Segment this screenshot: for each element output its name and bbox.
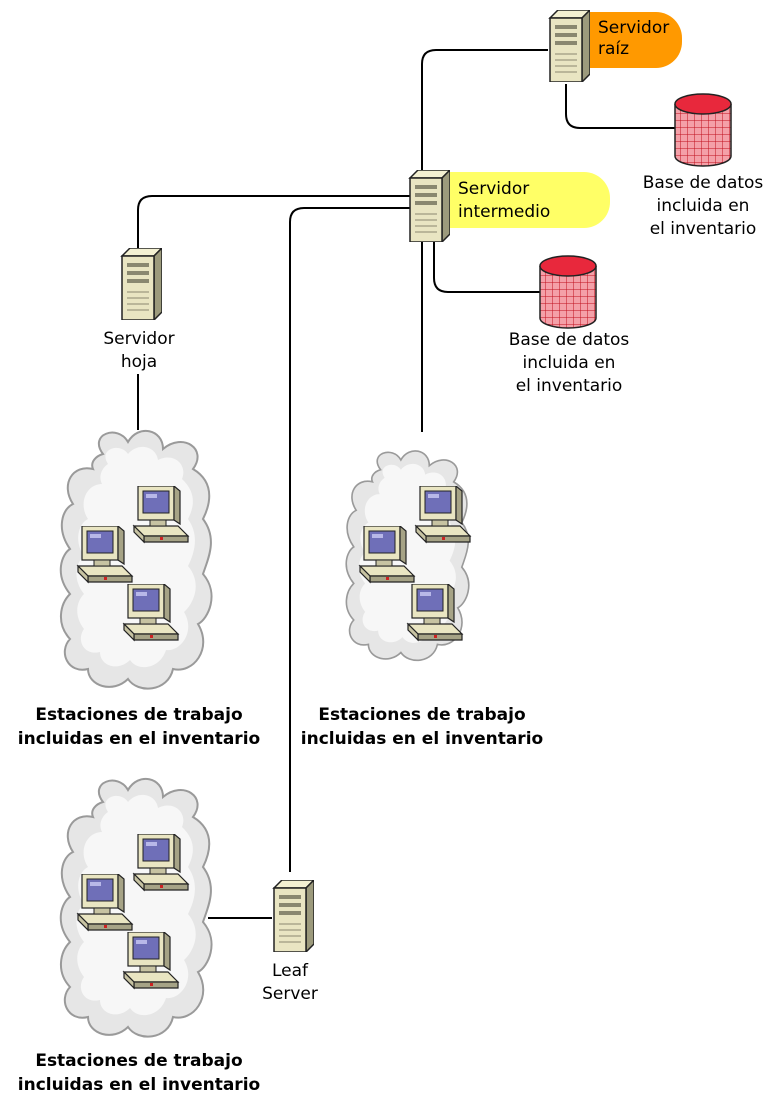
leaf-server-en-label-1: Leaf bbox=[272, 961, 309, 981]
leaf-server-es-label-1: Servidor bbox=[103, 329, 174, 349]
root-database-label-1: Base de datos bbox=[643, 173, 764, 193]
root-server-label-2: raíz bbox=[598, 39, 629, 59]
root-database: Base de datos incluida en el inventario bbox=[643, 93, 764, 239]
server-icon bbox=[121, 248, 162, 320]
workstation-icon bbox=[359, 526, 415, 583]
workstation-group-1-label-1: Estaciones de trabajo bbox=[35, 705, 242, 725]
workstation-icon bbox=[77, 874, 133, 931]
leaf-server-es: Servidor hoja bbox=[103, 248, 175, 372]
intermediate-server: Servidor intermedio bbox=[409, 170, 610, 242]
link-intermediate-leaf-en bbox=[289, 207, 412, 872]
leaf-server-es-label-2: hoja bbox=[121, 352, 157, 372]
workstation-group-3: Estaciones de trabajo incluidas en el in… bbox=[18, 777, 260, 1095]
workstation-icon bbox=[133, 834, 189, 891]
intermediate-database-label-2: incluida en bbox=[523, 353, 616, 373]
intermediate-server-badge bbox=[420, 172, 610, 228]
leaf-server-en: Leaf Server bbox=[262, 880, 318, 1004]
workstation-icon bbox=[123, 584, 179, 641]
workstation-icon bbox=[415, 486, 471, 543]
root-server-badge bbox=[562, 12, 682, 68]
intermediate-database-label-1: Base de datos bbox=[509, 330, 630, 350]
server-icon bbox=[409, 170, 450, 242]
link-intermediate-database bbox=[433, 240, 542, 293]
root-server-label-1: Servidor bbox=[598, 18, 669, 38]
workstation-icon bbox=[407, 584, 463, 641]
intermediate-server-label-2: intermedio bbox=[458, 202, 550, 222]
workstation-group-3-label-2: incluidas en el inventario bbox=[18, 1075, 260, 1095]
workstation-group-1-label-2: incluidas en el inventario bbox=[18, 729, 260, 749]
server-icon bbox=[549, 10, 590, 82]
intermediate-server-label-1: Servidor bbox=[458, 179, 529, 199]
link-intermediate-leaf-es bbox=[137, 195, 412, 254]
workstation-group-2-label-1: Estaciones de trabajo bbox=[318, 705, 525, 725]
workstation-group-1: Estaciones de trabajo incluidas en el in… bbox=[18, 429, 260, 749]
intermediate-database-label-3: el inventario bbox=[516, 376, 623, 396]
link-root-intermediate bbox=[421, 49, 548, 172]
intermediate-database: Base de datos incluida en el inventario bbox=[509, 255, 630, 396]
workstation-icon bbox=[133, 486, 189, 543]
workstation-group-2: Estaciones de trabajo incluidas en el in… bbox=[301, 449, 543, 749]
database-icon bbox=[539, 255, 597, 329]
workstation-icon bbox=[77, 526, 133, 583]
root-database-label-3: el inventario bbox=[650, 219, 757, 239]
workstation-group-3-label-1: Estaciones de trabajo bbox=[35, 1051, 242, 1071]
database-icon bbox=[674, 93, 732, 167]
leaf-server-en-label-2: Server bbox=[262, 984, 318, 1004]
root-database-label-2: incluida en bbox=[657, 196, 750, 216]
workstation-icon bbox=[123, 932, 179, 989]
server-icon bbox=[273, 880, 314, 952]
workstation-group-2-label-2: incluidas en el inventario bbox=[301, 729, 543, 749]
link-root-database bbox=[565, 84, 676, 129]
root-server: Servidor raíz bbox=[549, 10, 682, 82]
